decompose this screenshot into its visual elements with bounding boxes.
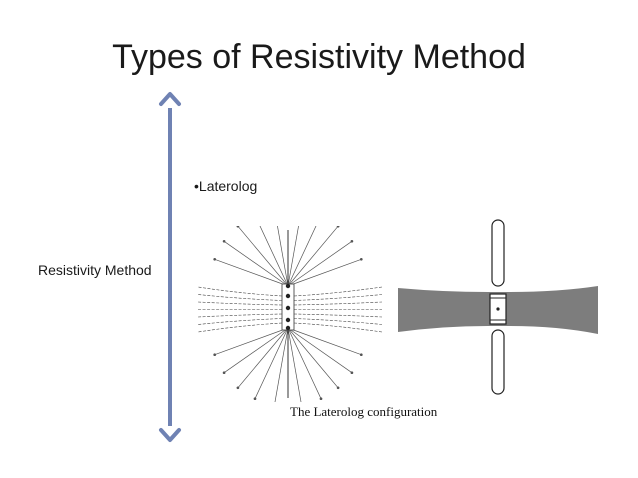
field-line (237, 327, 289, 389)
field-line-arrowhead (336, 386, 340, 390)
field-line (287, 241, 353, 287)
slide-title: Types of Resistivity Method (112, 38, 526, 76)
axis-label: Resistivity Method (38, 262, 152, 278)
field-line (274, 327, 289, 402)
field-line-arrowhead (350, 239, 354, 243)
focused-current-line (293, 322, 383, 333)
focused-current-line (293, 286, 383, 297)
field-line-arrowhead (359, 353, 363, 357)
focused-current-line (197, 286, 283, 297)
field-line (214, 258, 289, 287)
field-line (223, 241, 289, 287)
field-line-arrowhead (253, 397, 257, 401)
field-line (287, 327, 302, 402)
field-line (287, 226, 299, 287)
field-line-arrowhead (222, 371, 226, 375)
field-line (287, 327, 362, 356)
field-line-arrowhead (236, 386, 240, 390)
field-line-arrowhead (222, 239, 226, 243)
field-line (287, 226, 317, 287)
field-line (214, 327, 289, 356)
focused-current-line (197, 301, 283, 306)
bullet-laterolog: •Laterolog (194, 178, 258, 194)
focused-current-line (197, 322, 283, 333)
field-line-arrowhead (213, 257, 217, 261)
field-line (287, 327, 339, 389)
field-line-arrowhead (359, 257, 363, 261)
field-line-arrowhead (319, 397, 323, 401)
focused-current-line (293, 294, 383, 301)
field-line (223, 327, 289, 373)
field-line (259, 226, 289, 287)
field-line-arrowhead (336, 226, 340, 228)
field-line-arrowhead (236, 226, 240, 228)
field-line (287, 258, 362, 287)
field-line (277, 226, 289, 287)
double-arrow-icon (159, 92, 181, 442)
field-line (287, 327, 322, 399)
field-line (287, 327, 353, 373)
laterolog-tool-diagram (398, 219, 598, 395)
field-line (237, 226, 289, 287)
focused-current-line (197, 318, 283, 325)
focused-current-line (197, 313, 283, 318)
field-line-arrowhead (350, 371, 354, 375)
focused-current-line (293, 301, 383, 306)
field-line (254, 327, 289, 399)
focused-current-line (197, 294, 283, 301)
focused-current-line (293, 313, 383, 318)
field-line-arrowhead (213, 353, 217, 357)
field-line (287, 226, 339, 287)
laterolog-field-diagram (197, 226, 383, 402)
figure-caption: The Laterolog configuration (290, 404, 438, 419)
focused-current-line (293, 318, 383, 325)
